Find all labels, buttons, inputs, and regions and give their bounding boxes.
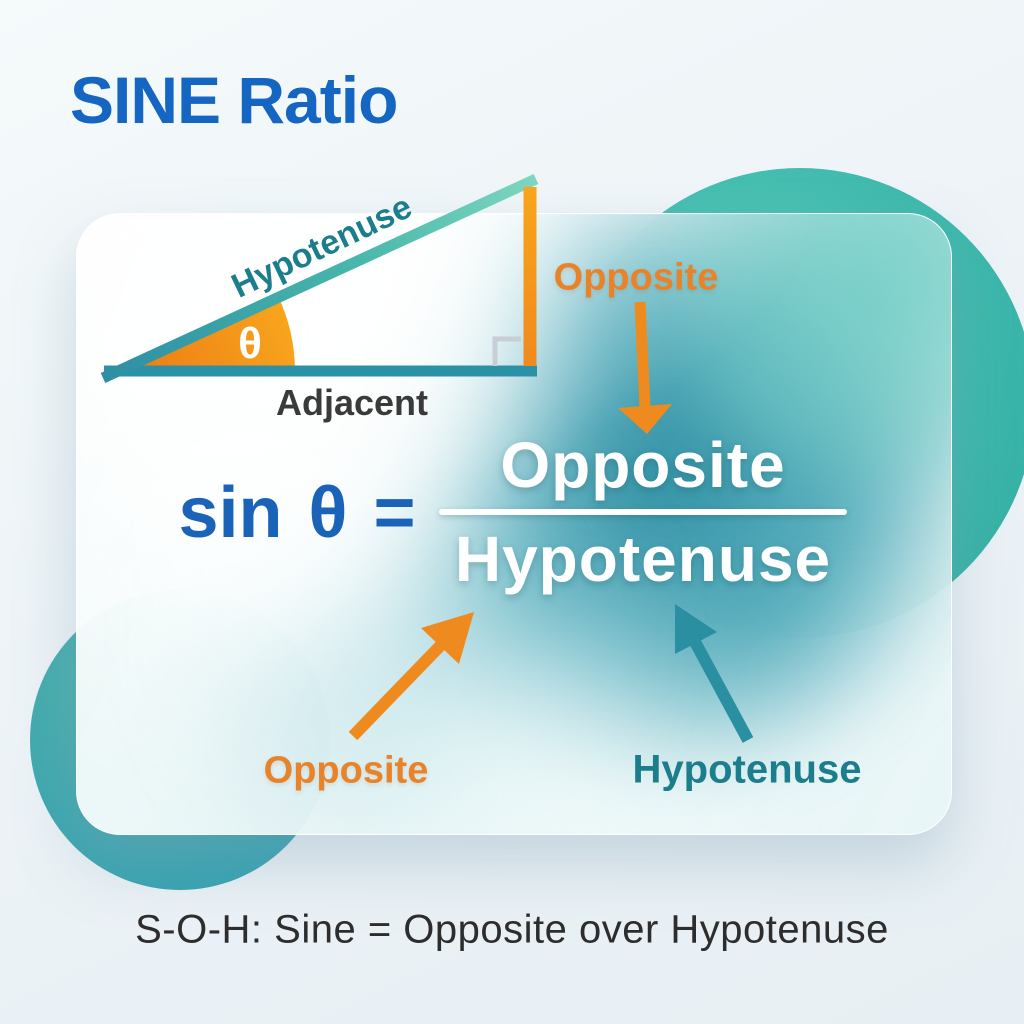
fraction-bar xyxy=(439,509,847,515)
triangle-theta-symbol: θ xyxy=(238,319,262,368)
page-title: SINE Ratio xyxy=(70,63,398,137)
fraction-denominator: Hypotenuse xyxy=(454,523,832,595)
formula-lhs: sin θ = xyxy=(178,473,416,553)
triangle-adjacent-label: Adjacent xyxy=(275,382,429,423)
mnemonic-footer: S-O-H: Sine = Opposite over Hypotenuse xyxy=(135,907,889,952)
callout-opposite-bottom: Opposite xyxy=(263,749,429,792)
callout-hypotenuse-bottom: Hypotenuse xyxy=(632,747,862,792)
callout-opposite-top: Opposite xyxy=(553,256,719,299)
fraction-numerator: Opposite xyxy=(500,429,786,501)
formula-fraction: Opposite Hypotenuse xyxy=(439,428,847,596)
